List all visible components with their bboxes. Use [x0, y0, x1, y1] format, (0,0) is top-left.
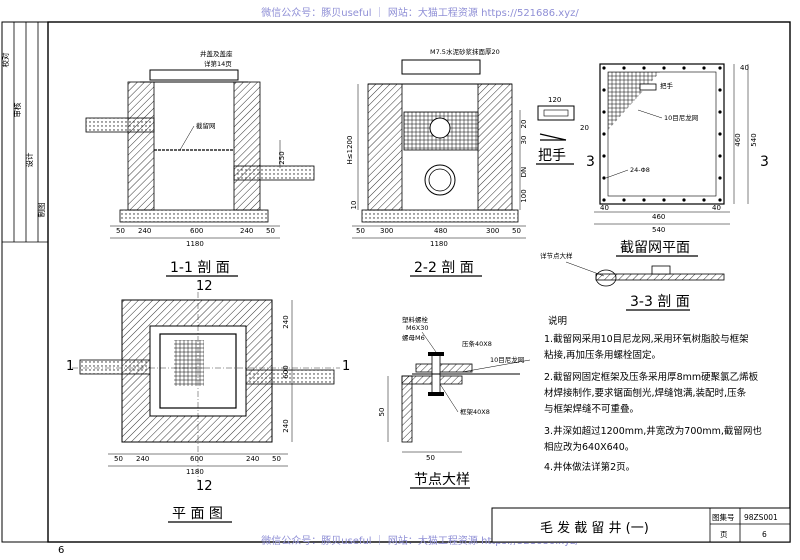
- dim: 50: [114, 455, 123, 463]
- dim: 460: [652, 213, 665, 221]
- dim-total: 1180: [430, 240, 448, 248]
- dim: 600: [190, 227, 203, 235]
- screen-plan-handle-label: 把手: [660, 81, 674, 90]
- dim: 480: [434, 227, 447, 235]
- section-3-3-title: 3-3 剖 面: [630, 294, 690, 310]
- node-detail: 塑料螺栓 M6X30 螺母M6 压条40X8 10目尼龙网 框架40X8 50 …: [378, 315, 531, 489]
- dim-total: 540: [652, 226, 665, 234]
- section-1-1: 截留网 井盖及盖座 详第14页 250 50 240 600 240 50 11…: [85, 49, 315, 277]
- screen-plan-title: 截留网平面: [620, 240, 690, 256]
- dim: 40: [600, 204, 609, 212]
- node-bolt-size-label: M6X30: [406, 324, 428, 332]
- note-line-4: 材焊接制作,要求锯面刨光,焊缝饱满,装配时,压条: [544, 387, 747, 399]
- node-frame-label: 框架40X8: [460, 407, 490, 416]
- dim: 50: [378, 408, 386, 417]
- page-label: 页: [720, 530, 728, 539]
- plan-title: 平 面 图: [172, 506, 223, 522]
- node-mesh-label: 10目尼龙网: [490, 355, 524, 364]
- title-block-title: 毛 发 截 留 井 (一): [540, 520, 649, 536]
- margin-labels: 校对 审核 设计 制图: [0, 52, 46, 217]
- dim: 120: [548, 96, 561, 104]
- dim: 240: [136, 455, 149, 463]
- section-2-2-title: 2-2 剖 面: [414, 260, 474, 276]
- dim: 240: [282, 419, 290, 432]
- screen-plan: 把手 10目尼龙网 24-Φ8 3 3 40 460 540 40 460 40…: [586, 63, 769, 257]
- dim: 600: [190, 455, 203, 463]
- node-strip-label: 压条40X8: [462, 339, 492, 348]
- margin-strip: [1, 21, 49, 543]
- cover-label: 井盖及盖座: [200, 49, 233, 58]
- dim: 10: [350, 201, 358, 210]
- dim: 600: [282, 365, 290, 378]
- note-line-3: 2.截留网固定框架及压条采用厚8mm硬聚氯乙烯板: [544, 371, 759, 383]
- cover-ref-label: 详第14页: [204, 59, 232, 68]
- section-1-1-title: 1-1 剖 面: [170, 260, 230, 276]
- note-line-6: 3.井深如超过1200mm,井宽改为700mm,截留网也: [544, 425, 762, 437]
- section-mark-3-left: 3: [586, 154, 595, 170]
- note-line-1: 1.截留网采用10目尼龙网,采用环氧树脂胶与框架: [544, 333, 749, 345]
- margin-label-draw: 制图: [36, 203, 46, 218]
- plan-mark-right: 1: [342, 359, 350, 374]
- page-number: 6: [58, 545, 64, 556]
- node-nut-label: 螺母M6: [402, 333, 425, 342]
- page-value: 6: [762, 530, 767, 539]
- title-block: 毛 发 截 留 井 (一) 图集号 98ZS001 页 6: [491, 507, 791, 543]
- plan-mark-bottom: 12: [196, 479, 213, 494]
- node-detail-title: 节点大样: [414, 472, 470, 488]
- margin-label-check: 校对: [0, 52, 10, 67]
- dim: 50: [356, 227, 365, 235]
- section-mark-3-right: 3: [760, 154, 769, 170]
- notes: 说明 1.截留网采用10目尼龙网,采用环氧树脂胶与框架 粘接,再加压条用螺栓固定…: [544, 315, 762, 473]
- plan-view: 12 12 1 1 240 600 240 50 240 600 240 50 …: [66, 279, 350, 523]
- notes-heading: 说明: [548, 315, 567, 327]
- dim: 50: [426, 454, 435, 462]
- atlas-label: 图集号: [712, 512, 735, 522]
- screen-plan-mesh-label: 10目尼龙网: [664, 113, 698, 122]
- mortar-label: M7.5水泥砂浆抹面厚20: [430, 47, 500, 56]
- bolt-holes: [602, 66, 722, 202]
- dim: 240: [246, 455, 259, 463]
- note-line-2: 粘接,再加压条用螺栓固定。: [544, 349, 661, 361]
- note-line-8: 4.井体做法详第2页。: [544, 461, 635, 473]
- note-line-5: 与框架焊缝不可重叠。: [544, 403, 639, 415]
- dim: 240: [138, 227, 151, 235]
- dim: 240: [282, 315, 290, 328]
- dim: 300: [380, 227, 393, 235]
- handle-detail: 120 20 把手: [536, 96, 589, 165]
- dim: 40: [712, 204, 721, 212]
- screen-label: 截留网: [196, 121, 216, 130]
- dim-total: 1180: [186, 240, 204, 248]
- node-callout-label: 详节点大样: [540, 251, 573, 260]
- margin-label-review: 审核: [12, 102, 22, 117]
- dim: 50: [116, 227, 125, 235]
- screen-plan-bolts-label: 24-Φ8: [630, 166, 650, 174]
- dim: 460: [734, 133, 742, 146]
- plan-mark-left: 1: [66, 359, 74, 374]
- dim: 540: [750, 133, 758, 146]
- handle-detail-title: 把手: [538, 148, 566, 164]
- section-3-3: 详节点大样 3-3 剖 面: [540, 251, 725, 311]
- side-dim-250: 250: [278, 151, 286, 164]
- section-2-2: M7.5水泥砂浆抹面厚20 H≤1200 20 30 DN 100 10 50 …: [346, 47, 528, 277]
- dim-total: 1180: [186, 468, 204, 476]
- dim: 30: [520, 136, 528, 145]
- dim: 240: [240, 227, 253, 235]
- node-bolt-label: 塑料螺栓: [402, 315, 429, 324]
- pipe-label: DN: [520, 167, 528, 178]
- dim: 300: [486, 227, 499, 235]
- watermark-top: 微信公众号：豚贝useful ｜ 网站：大猫工程资源 https://52168…: [261, 6, 579, 19]
- atlas-value: 98ZS001: [744, 513, 778, 522]
- dim: 50: [272, 455, 281, 463]
- dim: 50: [512, 227, 521, 235]
- plan-mark-top: 12: [196, 279, 213, 294]
- depth-label: H≤1200: [346, 136, 354, 165]
- dim: 20: [520, 120, 528, 129]
- margin-label-design: 设计: [24, 152, 34, 167]
- dim: 50: [266, 227, 275, 235]
- note-line-7: 相应改为640X640。: [544, 441, 634, 453]
- dim: 20: [580, 124, 589, 132]
- dim: 100: [520, 189, 528, 202]
- dim: 40: [740, 64, 749, 72]
